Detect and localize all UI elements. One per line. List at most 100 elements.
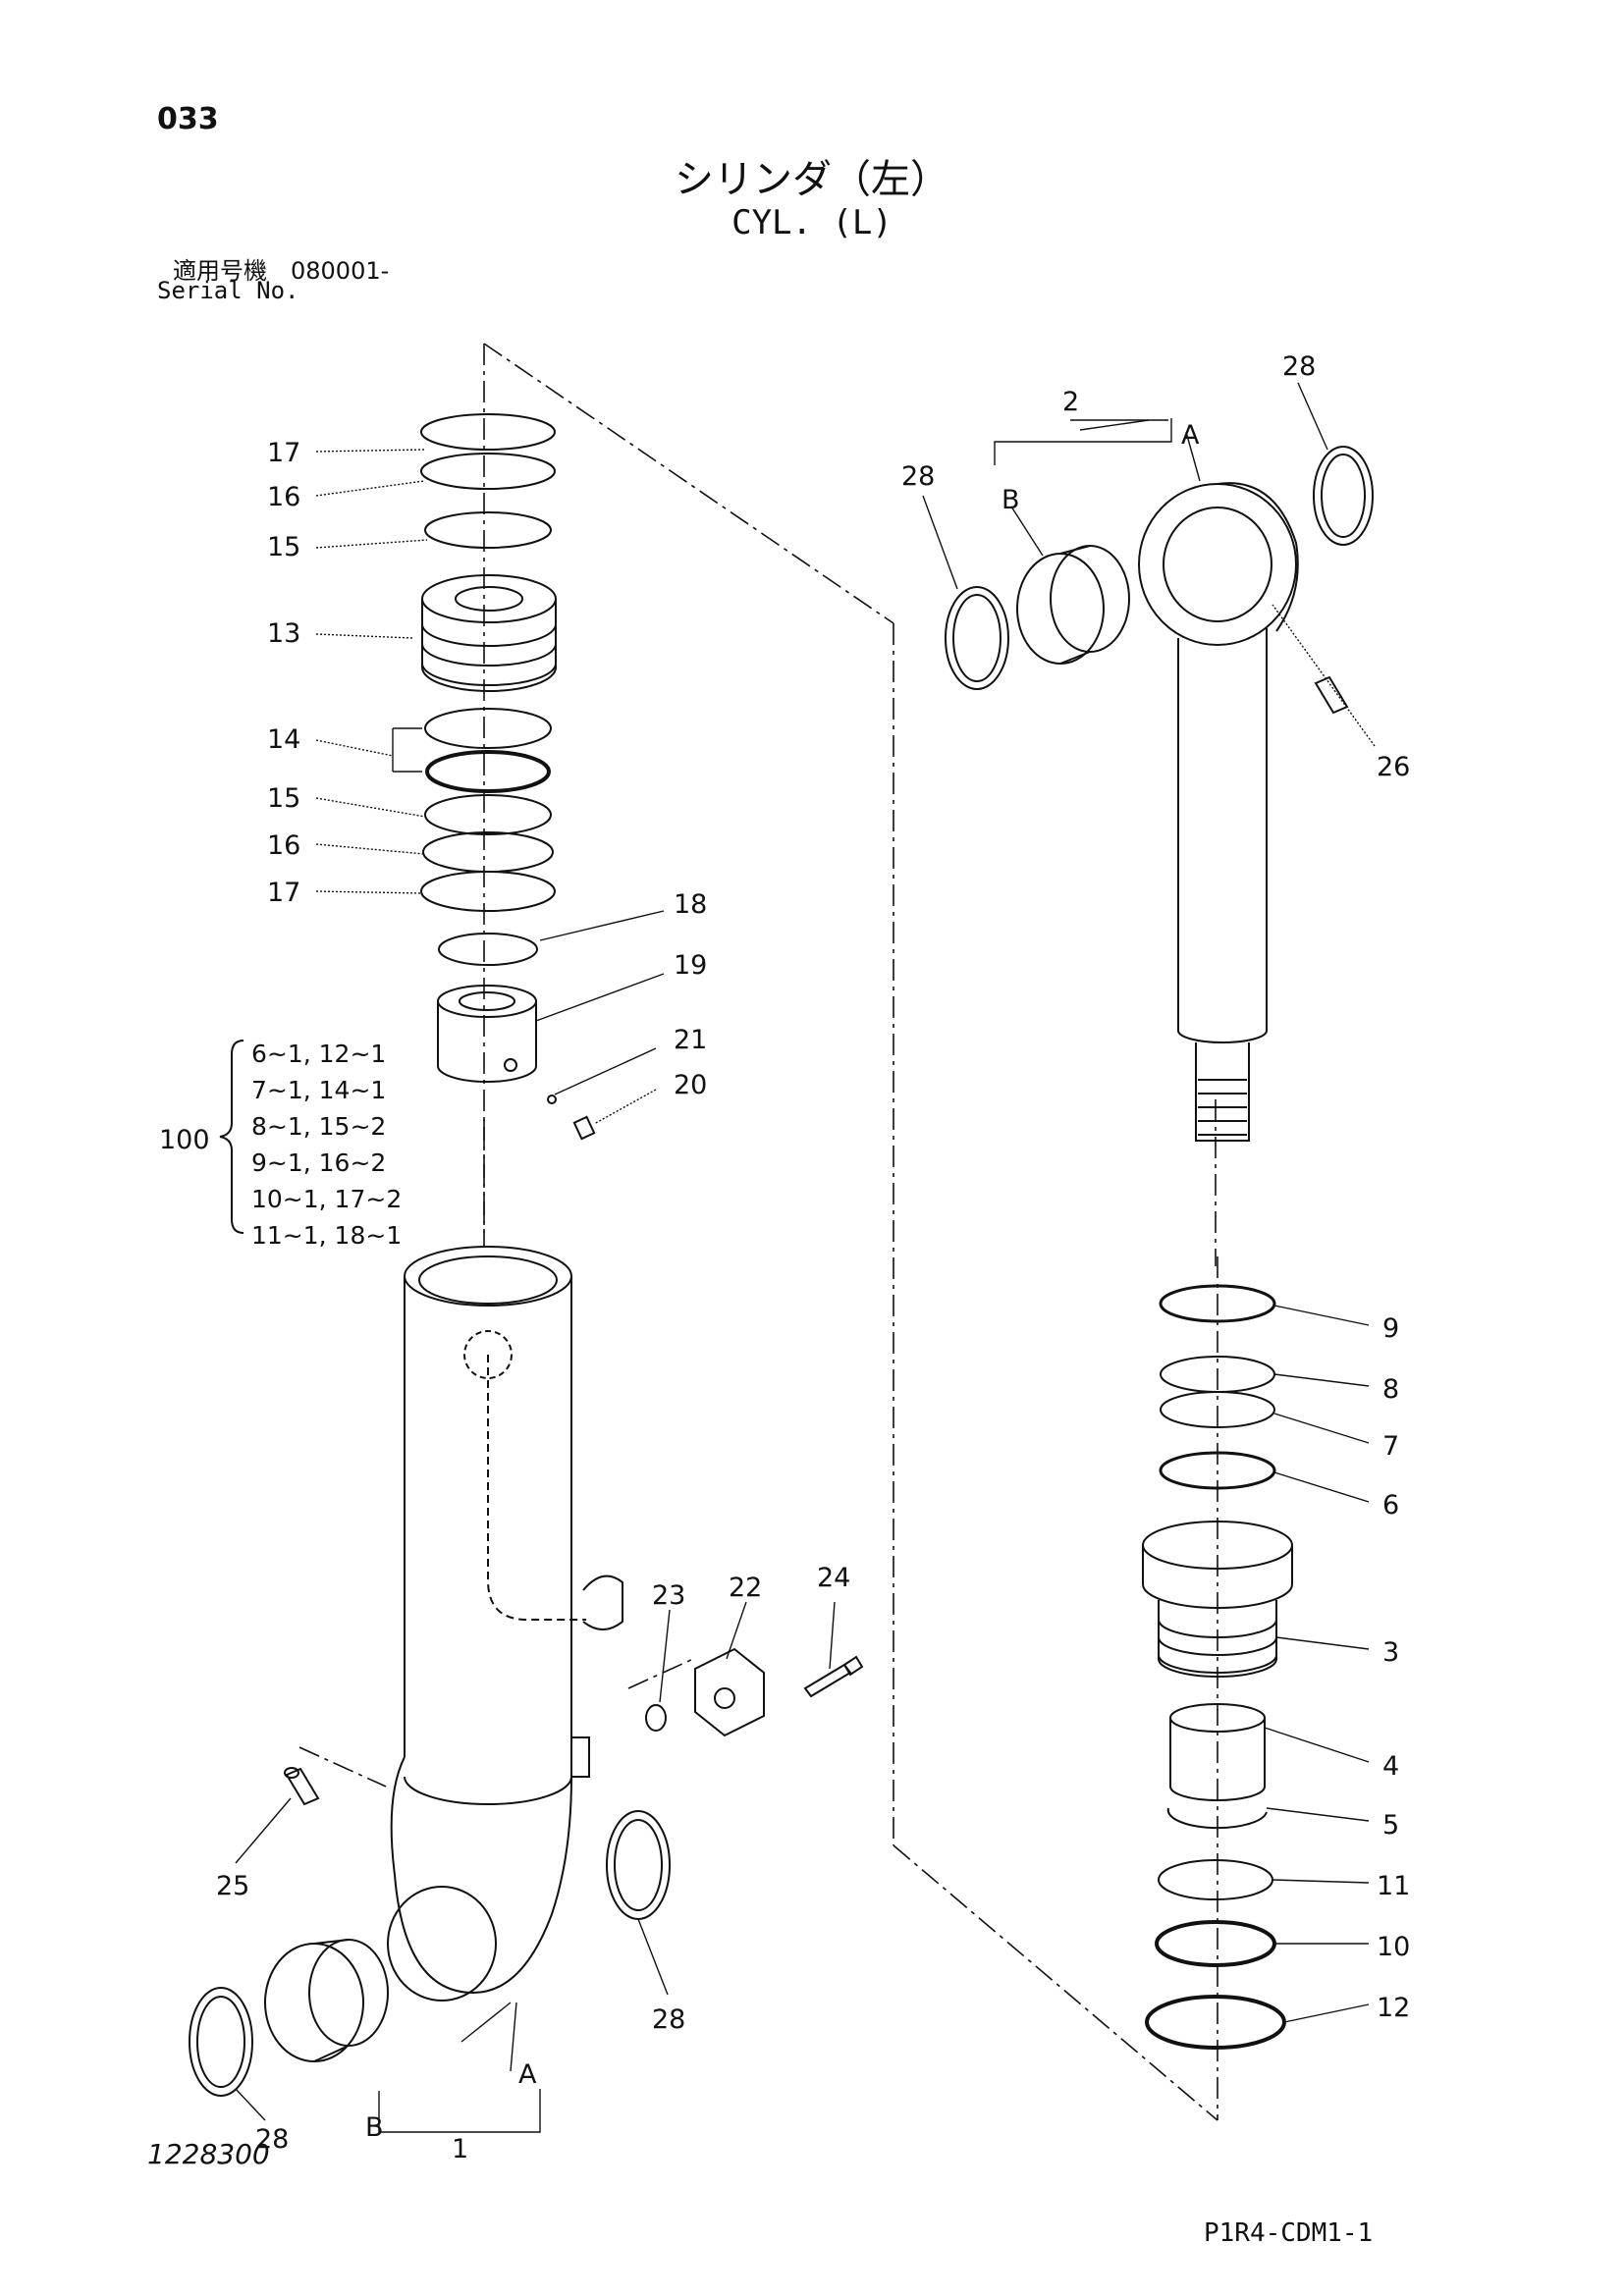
- callout-22: 22: [729, 1573, 762, 1603]
- callout-24: 24: [817, 1563, 850, 1593]
- kit-brace: [219, 1040, 244, 1234]
- callout-b-top: B: [1001, 485, 1020, 515]
- callout-14: 14: [267, 724, 300, 755]
- bottom-seal-ring-right: [606, 1810, 671, 1920]
- rod-top-seal-ring-left: [945, 586, 1009, 690]
- rod-top-seal-ring-right: [1313, 446, 1374, 546]
- part-21-ball: [547, 1095, 557, 1104]
- callout-17: 17: [267, 438, 300, 468]
- part-5-snap-ring: [1166, 1807, 1268, 1830]
- callout-21: 21: [674, 1025, 707, 1055]
- kit-item: 6~1, 12~1: [251, 1040, 387, 1068]
- callout-15: 15: [267, 532, 300, 562]
- part-24-bolt: [803, 1655, 864, 1698]
- callout-13: 13: [267, 618, 300, 649]
- callout-4: 4: [1382, 1751, 1399, 1782]
- callout-28: 28: [652, 2004, 685, 2035]
- leader-lines-rod-lower: [1264, 1305, 1370, 2023]
- part-16-ring-b: [422, 831, 554, 873]
- callout-28: 28: [255, 2124, 289, 2155]
- callout-11: 11: [1377, 1871, 1410, 1901]
- page-code: P1R4-CDM1-1: [1204, 2218, 1374, 2248]
- leader-lines-bottom: [235, 1918, 669, 2133]
- leader-lines-ports: [659, 1601, 836, 1703]
- callout-18: 18: [674, 889, 707, 920]
- page-number: 033: [157, 102, 219, 136]
- callout-a-top: A: [1181, 420, 1200, 451]
- kit-item: 7~1, 14~1: [251, 1076, 387, 1104]
- part-14-bracket: [392, 727, 422, 773]
- bottom-seal-ring-left: [189, 1987, 253, 2097]
- callout-3: 3: [1382, 1637, 1399, 1668]
- part-11-ring: [1158, 1859, 1273, 1900]
- bottom-bushing-b: [264, 1939, 389, 2062]
- part-9-seal: [1159, 1284, 1276, 1323]
- assembly-center-lines: [298, 343, 1218, 2121]
- callout-17: 17: [267, 878, 300, 908]
- callout-19: 19: [674, 950, 707, 981]
- callout-2: 2: [1062, 387, 1079, 417]
- part-15-ring: [424, 511, 552, 549]
- callout-labels: 17 16 15 13 14 15 16 17 18 19 21 20 2 A …: [216, 351, 1410, 2164]
- part-7-ring: [1160, 1391, 1275, 1428]
- callout-26: 26: [1377, 752, 1410, 782]
- kit-contents-list: 6~1, 12~1 7~1, 14~1 8~1, 15~2 9~1, 16~2 …: [251, 1036, 402, 1254]
- part-6-ring: [1159, 1451, 1276, 1490]
- callout-28: 28: [1282, 351, 1316, 382]
- part-10-o-ring: [1155, 1920, 1276, 1967]
- piston-parts-stack: [420, 413, 596, 1141]
- callout-b-bottom: B: [365, 2112, 384, 2143]
- callout-6: 6: [1382, 1490, 1399, 1521]
- part-18-shim: [438, 933, 538, 966]
- page-title-japanese: シリンダ（左）: [675, 157, 949, 202]
- part-4-bushing: [1169, 1703, 1266, 1801]
- page-title-english: CYL. (L): [731, 203, 893, 242]
- serial-label-japanese: 適用号機 080001-: [173, 257, 390, 285]
- part-25-grease-fitting: [284, 1767, 320, 1806]
- callout-23: 23: [652, 1580, 685, 1611]
- part-1-cylinder-tube: [387, 1246, 623, 2002]
- serial-label-english: Serial No.: [157, 277, 299, 304]
- callout-12: 12: [1377, 1993, 1410, 2023]
- callout-a-bottom: A: [518, 2059, 537, 2090]
- part-20-set-screw: [572, 1115, 596, 1141]
- callout-16: 16: [267, 482, 300, 512]
- callout-28: 28: [901, 461, 935, 492]
- kit-number: 100: [159, 1125, 210, 1155]
- part-14-ring-b: [425, 750, 551, 793]
- part-12-o-ring: [1145, 1995, 1286, 2050]
- part-19-nut: [437, 985, 537, 1083]
- callout-7: 7: [1382, 1431, 1399, 1462]
- leader-lines-left: [315, 449, 428, 894]
- part-15-ring-b: [424, 794, 552, 835]
- part-2-rod-eye: [1138, 482, 1299, 1142]
- leader-lines-right-of-stack: [535, 910, 665, 1125]
- callout-5: 5: [1382, 1810, 1399, 1841]
- part-17-ring-b: [420, 871, 556, 912]
- callout-16: 16: [267, 830, 300, 861]
- part-26-grease-fitting: [1314, 675, 1349, 715]
- callout-20: 20: [674, 1070, 707, 1100]
- callout-8: 8: [1382, 1374, 1399, 1405]
- leader-lines-rod-top: [922, 382, 1376, 747]
- part-3-rod-cover: [1142, 1521, 1293, 1678]
- callout-25: 25: [216, 1871, 249, 1901]
- part-13-piston: [421, 574, 557, 692]
- callout-15: 15: [267, 783, 300, 814]
- part-14-ring-a: [424, 708, 552, 749]
- part-16-ring: [420, 453, 556, 490]
- callout-1: 1: [452, 2134, 468, 2164]
- part-17-ring: [420, 413, 556, 451]
- part-22-flange: [694, 1647, 765, 1737]
- part-23-o-ring: [645, 1704, 667, 1732]
- kit-item: 8~1, 15~2: [251, 1112, 387, 1141]
- callout-9: 9: [1382, 1313, 1399, 1344]
- drawing-number: 1228300: [147, 2138, 270, 2170]
- kit-item: 10~1, 17~2: [251, 1185, 403, 1213]
- kit-item: 9~1, 16~2: [251, 1148, 387, 1177]
- leader-25: [235, 1797, 292, 1864]
- port-assembly: [645, 1647, 864, 1737]
- callout-10: 10: [1377, 1932, 1410, 1962]
- rod-top-bushing-b: [1016, 545, 1130, 665]
